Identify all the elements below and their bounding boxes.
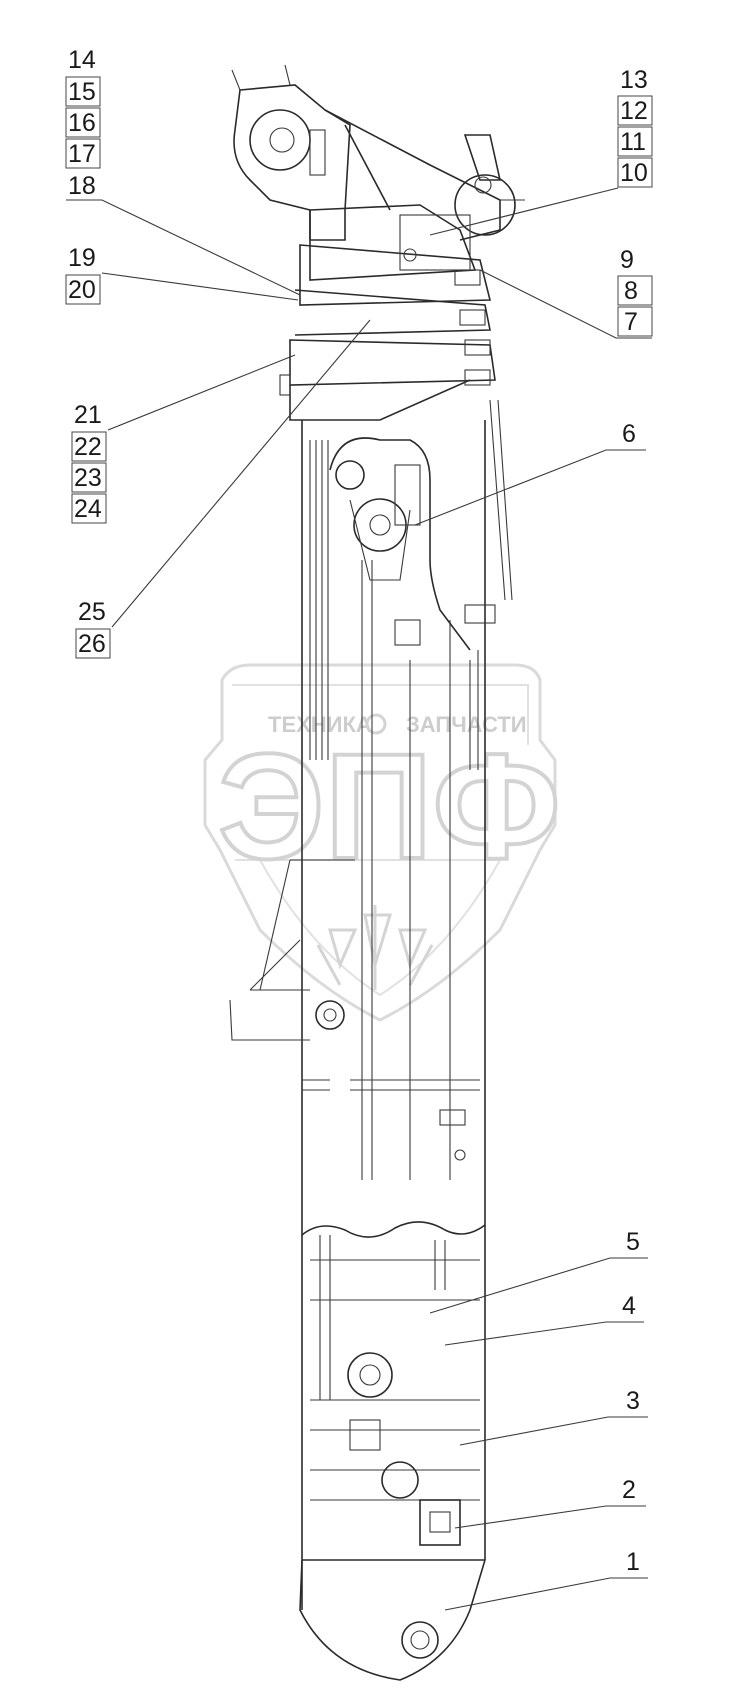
leader-25 (111, 319, 371, 628)
callout-17: 17 (68, 140, 96, 168)
callout-10-box (617, 157, 653, 188)
leader-10 (429, 187, 619, 236)
watermark-right-word: ЗАПЧАСТИ (406, 712, 527, 737)
callout-7: 7 (624, 308, 638, 336)
callout-1: 1 (626, 1548, 640, 1576)
callout-22: 22 (74, 433, 102, 461)
callout-25: 25 (78, 598, 106, 626)
leader-1 (444, 1577, 648, 1611)
callout-12-box (617, 95, 653, 126)
watermark-shield-inner (232, 684, 529, 997)
callout-9: 9 (620, 246, 634, 274)
callout-15: 15 (68, 78, 96, 106)
callout-6: 6 (622, 420, 636, 448)
watermark-gear-icon (365, 713, 387, 735)
callout-20-box (65, 274, 101, 305)
callout-22-box (71, 431, 107, 462)
watermark-big-letters: ЭПФ (218, 722, 561, 890)
callout-20: 20 (68, 276, 96, 304)
leader-19 (101, 272, 299, 301)
callout-15-box (65, 76, 101, 107)
callout-2: 2 (622, 1476, 636, 1504)
leader-4 (444, 1321, 644, 1346)
leader-2 (454, 1505, 646, 1529)
callout-26: 26 (78, 630, 106, 658)
callout-4: 4 (622, 1292, 636, 1320)
watermark-left-word: ТЕХНИКА (268, 712, 372, 737)
leader-7 (479, 269, 652, 339)
callout-24: 24 (74, 495, 102, 523)
callout-13: 13 (620, 66, 648, 94)
callout-16-box (65, 107, 101, 138)
callout-26-box (75, 628, 111, 659)
leader-5 (429, 1257, 648, 1314)
watermark: ТЕХНИКА ЗАПЧАСТИ ЭПФ (203, 663, 563, 1022)
callout-8-box (617, 275, 653, 306)
callout-23: 23 (74, 464, 102, 492)
callout-24-box (71, 493, 107, 524)
callout-14: 14 (68, 46, 96, 74)
callout-11: 11 (620, 128, 646, 156)
callout-21: 21 (74, 401, 102, 429)
callout-10: 10 (620, 159, 648, 187)
leader-6 (414, 449, 646, 526)
callout-5: 5 (626, 1228, 640, 1256)
leader-21 (107, 354, 296, 431)
watermark-wheat-icon (316, 905, 434, 990)
callout-3: 3 (626, 1387, 640, 1415)
boom-body (229, 399, 513, 1681)
callout-12: 12 (620, 97, 648, 125)
callout-18: 18 (68, 172, 96, 200)
boom-head (231, 64, 525, 421)
callout-8: 8 (624, 277, 638, 305)
leader-18 (66, 199, 301, 296)
callout-19: 19 (68, 244, 96, 272)
callouts: 14 15 16 17 18 19 20 21 22 23 24 25 26 1… (65, 46, 653, 1611)
leader-3 (459, 1416, 648, 1446)
callout-16: 16 (68, 109, 96, 137)
callout-7-box (617, 306, 653, 337)
callout-11-box (617, 126, 653, 157)
watermark-shield (203, 663, 557, 1022)
callout-17-box (65, 138, 101, 169)
callout-23-box (71, 462, 107, 493)
